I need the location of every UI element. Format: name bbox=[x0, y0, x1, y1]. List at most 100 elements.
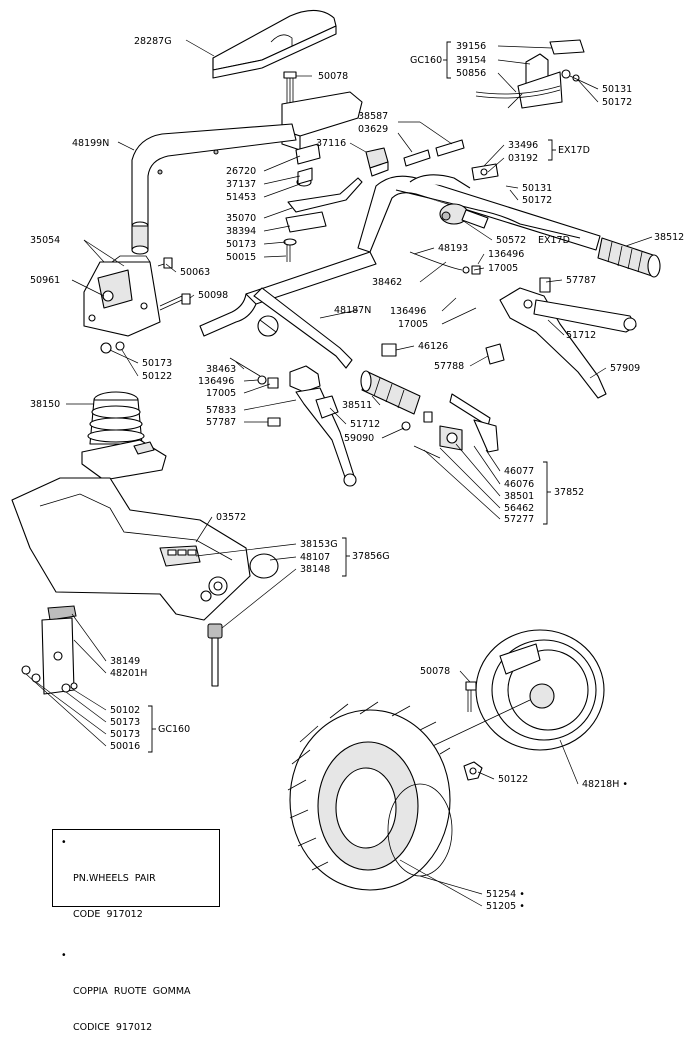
label-51205: 51205 • bbox=[486, 901, 525, 912]
label-28287G: 28287G bbox=[134, 36, 172, 47]
label-51453: 51453 bbox=[226, 192, 256, 203]
label-48199N: 48199N bbox=[72, 138, 109, 149]
label-50173-c: 50173 bbox=[110, 717, 140, 728]
part-key-38148 bbox=[207, 623, 223, 687]
legend-box: • PN.WHEELS PAIR CODE 917012 • COPPIA RU… bbox=[52, 829, 220, 1033]
part-rim-48218H bbox=[419, 629, 605, 753]
label-03572: 03572 bbox=[216, 512, 246, 523]
label-50122-lower: 50122 bbox=[498, 774, 528, 785]
label-48218H: 48218H • bbox=[582, 779, 628, 790]
label-57833: 57833 bbox=[206, 405, 236, 416]
part-handle-arm-48199N bbox=[131, 91, 363, 255]
label-35054: 35054 bbox=[30, 235, 60, 246]
label-ex17d-a: EX17D bbox=[558, 145, 590, 156]
label-57787-b: 57787 bbox=[206, 417, 236, 428]
group-brackets bbox=[148, 41, 556, 753]
label-57909: 57909 bbox=[610, 363, 640, 374]
part-lever-57909 bbox=[485, 277, 637, 399]
drawing-layer bbox=[11, 9, 661, 891]
part-bolt-50078-lower bbox=[465, 681, 477, 712]
legend-code: CODICE 917012 bbox=[73, 1022, 153, 1033]
legend-line: COPPIA RUOTE GOMMA bbox=[73, 986, 191, 997]
label-gc160-bottom: GC160 bbox=[158, 724, 190, 735]
label-50172-a: 50172 bbox=[602, 97, 632, 108]
label-51712-a: 51712 bbox=[566, 330, 596, 341]
label-51712-b: 51712 bbox=[350, 419, 380, 430]
label-50015: 50015 bbox=[226, 252, 256, 263]
label-50122-a: 50122 bbox=[142, 371, 172, 382]
part-mount-35054 bbox=[83, 255, 161, 337]
label-48201H: 48201H bbox=[110, 668, 147, 679]
label-46077: 46077 bbox=[504, 466, 534, 477]
label-37852: 37852 bbox=[554, 487, 584, 498]
leader-lines bbox=[25, 39, 653, 907]
part-cover-28287G bbox=[212, 9, 337, 79]
label-59090: 59090 bbox=[344, 433, 374, 444]
part-plate-33496 bbox=[471, 163, 499, 181]
label-03629: 03629 bbox=[358, 124, 388, 135]
label-38462: 38462 bbox=[372, 277, 402, 288]
label-48187N: 48187N bbox=[334, 305, 371, 316]
label-50098: 50098 bbox=[198, 290, 228, 301]
part-labels: 28287G 50078 48199N 26720 37137 51453 37… bbox=[30, 36, 684, 912]
part-lever-57833 bbox=[229, 357, 357, 487]
label-37137: 37137 bbox=[226, 179, 256, 190]
label-57277: 57277 bbox=[504, 514, 534, 525]
label-57788: 57788 bbox=[434, 361, 464, 372]
label-56462: 56462 bbox=[504, 503, 534, 514]
label-57787-a: 57787 bbox=[566, 275, 596, 286]
label-17005-b: 17005 bbox=[398, 319, 428, 330]
legend-line: PN.WHEELS PAIR bbox=[73, 873, 156, 884]
part-console-03572 bbox=[11, 477, 279, 621]
label-50572: 50572 bbox=[496, 235, 526, 246]
part-grip-38511 bbox=[360, 343, 421, 415]
part-nut-50173 bbox=[100, 341, 125, 354]
label-48193: 48193 bbox=[438, 243, 468, 254]
label-38512: 38512 bbox=[654, 232, 684, 243]
part-bolt-50098 bbox=[159, 293, 191, 311]
label-50173-b: 50173 bbox=[142, 358, 172, 369]
label-gc160-top: GC160 bbox=[410, 55, 442, 66]
label-17005-a: 17005 bbox=[488, 263, 518, 274]
label-38501: 38501 bbox=[504, 491, 534, 502]
exploded-parts-diagram: 28287G 50078 48199N 26720 37137 51453 37… bbox=[11, 9, 684, 912]
part-nut-50122-lower bbox=[463, 761, 483, 781]
label-35070: 35070 bbox=[226, 213, 256, 224]
label-38149: 38149 bbox=[110, 656, 140, 667]
label-50131-b: 50131 bbox=[522, 183, 552, 194]
part-bellows-38150 bbox=[81, 391, 167, 481]
label-39156: 39156 bbox=[456, 41, 486, 52]
label-26720: 26720 bbox=[226, 166, 256, 177]
label-17005-c: 17005 bbox=[206, 388, 236, 399]
part-strip-38587 bbox=[403, 139, 465, 167]
label-50078: 50078 bbox=[318, 71, 348, 82]
label-46126: 46126 bbox=[418, 341, 448, 352]
label-03192: 03192 bbox=[508, 153, 538, 164]
label-50856: 50856 bbox=[456, 68, 486, 79]
label-50063: 50063 bbox=[180, 267, 210, 278]
label-50172-b: 50172 bbox=[522, 195, 552, 206]
legend-bullet: • bbox=[61, 950, 67, 961]
legend-bullet: • bbox=[61, 837, 67, 848]
label-38587: 38587 bbox=[358, 111, 388, 122]
label-38463: 38463 bbox=[206, 364, 236, 375]
label-50131-a: 50131 bbox=[602, 84, 632, 95]
label-46076: 46076 bbox=[504, 479, 534, 490]
part-bolt-50063 bbox=[157, 257, 173, 269]
label-136496-c: 136496 bbox=[198, 376, 234, 387]
part-plate-35070 bbox=[283, 177, 363, 262]
label-ex17d-b: EX17D bbox=[538, 235, 570, 246]
part-throttle-37852 bbox=[401, 393, 499, 459]
label-39154: 39154 bbox=[456, 55, 486, 66]
label-38153G: 38153G bbox=[300, 539, 338, 550]
part-throttle-39154 bbox=[475, 39, 585, 109]
label-37116: 37116 bbox=[316, 138, 346, 149]
label-50078-lower: 50078 bbox=[420, 666, 450, 677]
label-38150: 38150 bbox=[30, 399, 60, 410]
part-tyre-51254 bbox=[287, 701, 453, 891]
label-50173-d: 50173 bbox=[110, 729, 140, 740]
label-51254: 51254 • bbox=[486, 889, 525, 900]
label-38148: 38148 bbox=[300, 564, 330, 575]
label-38394: 38394 bbox=[226, 226, 256, 237]
legend-item-coppia-ruote: • COPPIA RUOTE GOMMA CODICE 917012 bbox=[61, 950, 211, 1058]
